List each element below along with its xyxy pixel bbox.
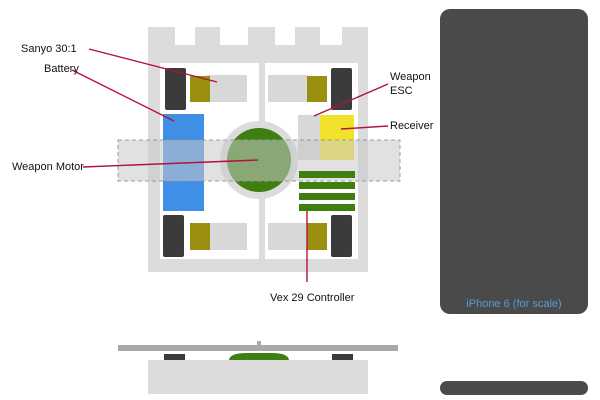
chassis-side-view [118, 341, 398, 394]
phone-side [440, 381, 588, 395]
label-controller: Vex 29 Controller [270, 292, 355, 304]
gearmotor-body-rear-left [207, 223, 247, 250]
label-weapon-motor: Weapon Motor [12, 161, 84, 173]
gearmotor-front-left [190, 76, 210, 102]
phone-front [440, 9, 588, 314]
gearmotor-body-front-left [207, 75, 247, 102]
label-weapon-esc-line2: ESC [390, 85, 413, 97]
wheel-front-left [165, 68, 186, 110]
phone-label: iPhone 6 (for scale) [466, 298, 561, 310]
wheel-rear-left [163, 215, 184, 257]
label-receiver: Receiver [390, 120, 434, 132]
gearmotor-rear-left [190, 223, 210, 250]
side-weapon-bar [118, 345, 398, 351]
side-wheel-left [164, 354, 185, 362]
leader-line-weapon-motor [82, 159, 259, 168]
wheel-front-right [331, 68, 352, 110]
controller-stripe [299, 193, 355, 200]
label-sanyo: Sanyo 30:1 [21, 43, 77, 55]
leader-line-sanyo [88, 48, 218, 83]
wheel-rear-right [331, 215, 352, 257]
side-weapon-motor [229, 353, 289, 360]
leader-line-battery [71, 69, 175, 122]
label-weapon-esc-line1: Weapon [390, 71, 431, 83]
controller [299, 171, 355, 211]
controller-stripe [299, 204, 355, 211]
weapon-bar [117, 139, 401, 182]
side-chassis-body [148, 360, 368, 394]
side-wheel-right [332, 354, 353, 362]
gearmotor-body-rear-right [268, 223, 308, 250]
gearmotor-body-front-right [268, 75, 308, 102]
leader-lines [71, 48, 389, 282]
gearmotor-rear-right [307, 223, 327, 250]
controller-stripe [299, 182, 355, 189]
gearmotor-front-right [307, 76, 327, 102]
controller-stripe [299, 171, 355, 178]
label-battery: Battery [44, 63, 79, 75]
leader-line-weapon-esc [313, 83, 389, 117]
leader-line-receiver [340, 125, 389, 130]
